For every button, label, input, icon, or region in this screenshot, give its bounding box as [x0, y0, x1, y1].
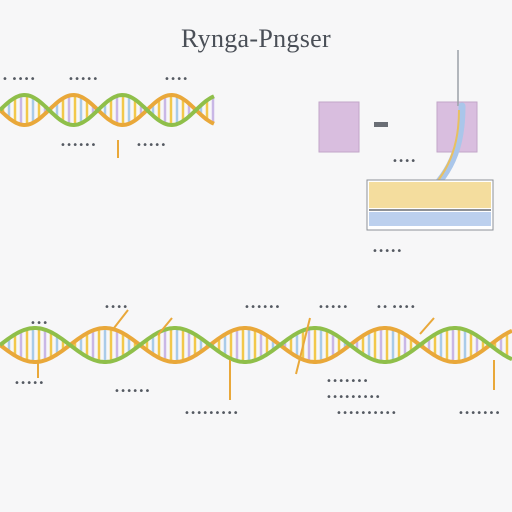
top-label-under-2: •••••: [136, 140, 167, 151]
bottom-label-left: •••: [30, 318, 49, 329]
apparatus-diagram: [318, 50, 494, 231]
top-backbone-b: [0, 92, 215, 128]
bottom-helix-rungs: [1, 328, 509, 362]
bottom-label-mid-1: ••••••: [114, 386, 151, 397]
top-label-right: ••••: [164, 74, 189, 85]
bottom-dna-helix: [0, 309, 512, 400]
bottom-label-bottom-2: ••••••••••: [336, 408, 397, 419]
bottom-label-left-2: •••••: [14, 378, 45, 389]
tray-blue-band: [369, 212, 491, 226]
bottom-label-top-3: •••••: [318, 302, 349, 313]
tray-yellow-band: [369, 182, 491, 208]
bottom-backbone-a: [0, 326, 512, 364]
top-label-left: • ••••: [2, 74, 36, 85]
diagram-title: Ryngа-Pngser: [181, 24, 331, 53]
bottom-label-mid-3: •••••••••: [326, 392, 381, 403]
bottom-pointer-6: [419, 317, 435, 335]
bottom-pointer-2: [113, 309, 129, 329]
top-dna-helix: [0, 92, 215, 158]
bottom-label-top-4: •• ••••: [376, 302, 416, 313]
bottom-pointer-5: [295, 317, 311, 375]
bottom-label-top-2: ••••••: [244, 302, 281, 313]
bottom-backbone-b: [0, 326, 512, 364]
bottom-label-top-1: ••••: [104, 302, 129, 313]
top-helix-rungs: [1, 95, 215, 125]
bottom-label-bottom-3: •••••••: [458, 408, 501, 419]
bottom-label-mid-2: •••••••: [326, 376, 369, 387]
apparatus-label-side: ••••: [392, 156, 417, 167]
left-purple-box: [318, 101, 360, 153]
connector-pin: [374, 122, 388, 127]
top-backbone-a: [0, 92, 215, 128]
bottom-pointer-3: [157, 317, 173, 336]
top-label-under-1: ••••••: [60, 140, 97, 151]
bottom-label-bottom-1: •••••••••: [184, 408, 239, 419]
apparatus-label-bottom: •••••: [372, 246, 403, 257]
top-label-mid: •••••: [68, 74, 99, 85]
